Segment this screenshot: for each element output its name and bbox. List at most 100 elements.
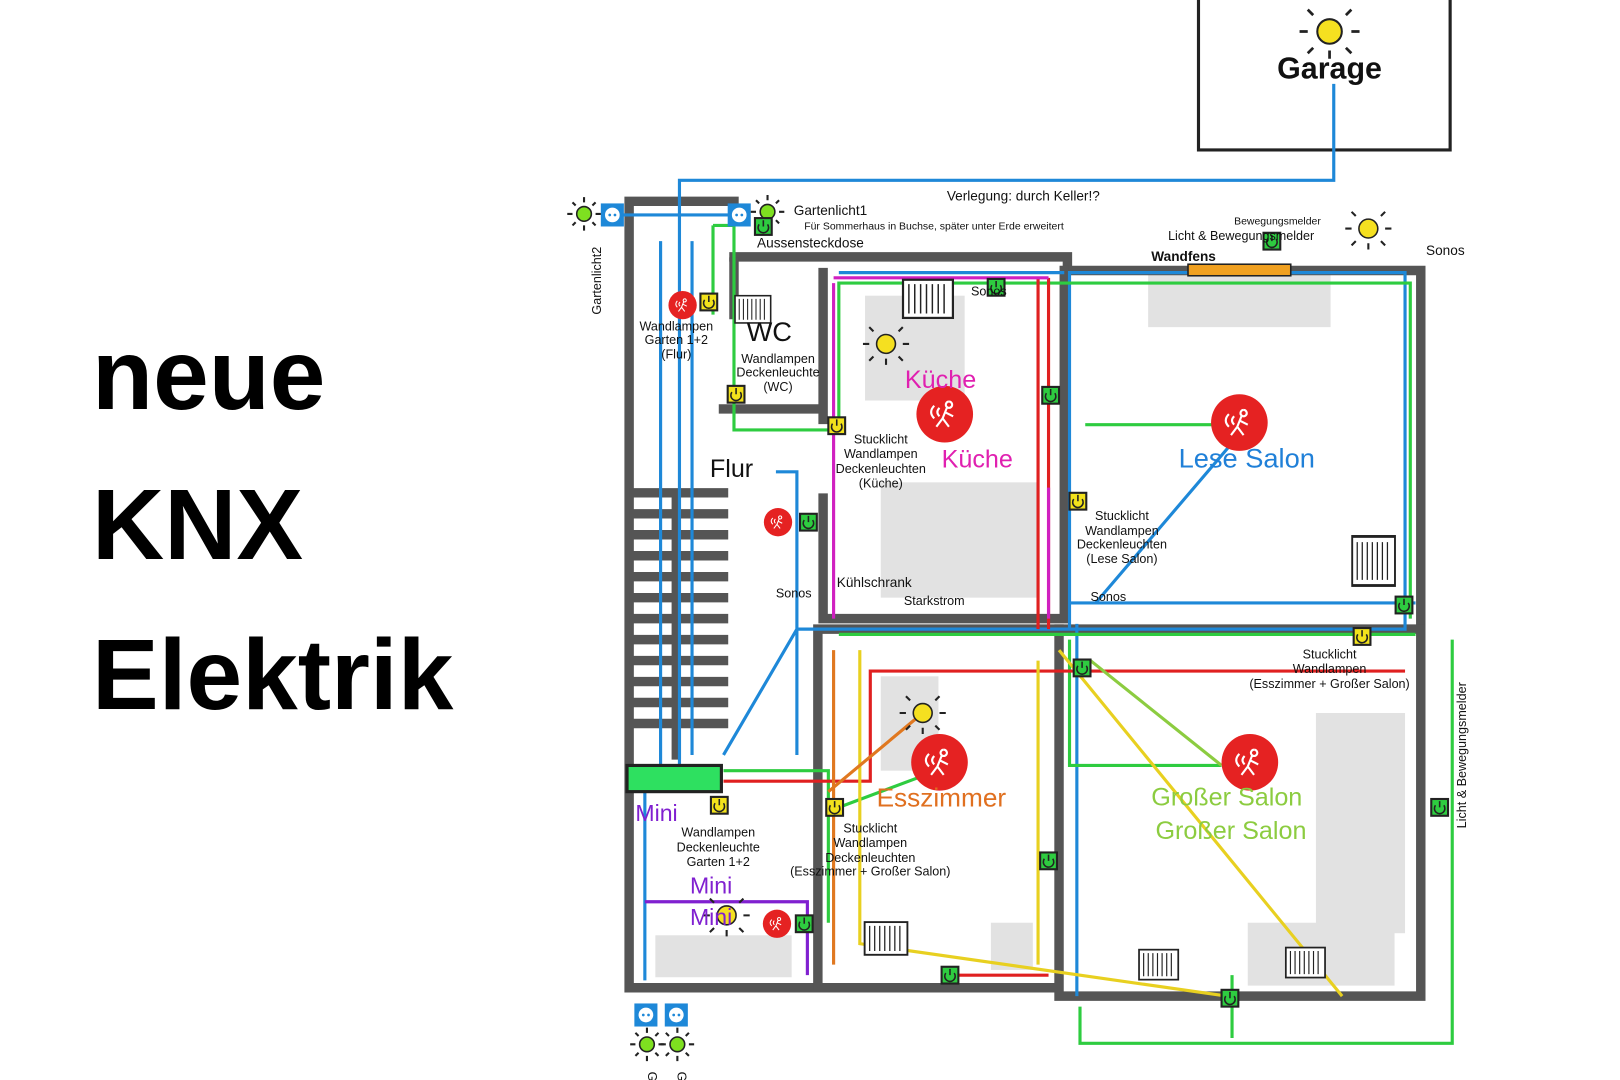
switch-icon — [794, 914, 814, 934]
switch-icon — [1041, 385, 1061, 405]
switch-icon — [1352, 627, 1372, 646]
svg-text:Stucklicht: Stucklicht — [843, 822, 897, 836]
svg-text:(Lese Salon): (Lese Salon) — [1086, 552, 1157, 566]
svg-text:Wandlampen: Wandlampen — [639, 319, 713, 333]
switch-icon — [1430, 797, 1450, 817]
svg-text:Deckenleuchten: Deckenleuchten — [825, 851, 915, 865]
room-esszimmer: Esszimmer — [877, 782, 1007, 812]
svg-text:Deckenleuchten: Deckenleuchten — [1077, 537, 1167, 551]
switch-icon — [1072, 658, 1092, 678]
svg-text:(Esszimmer + Großer Salon): (Esszimmer + Großer Salon) — [1249, 677, 1409, 691]
radiator-icon — [863, 921, 909, 956]
motion-sensor-icon — [763, 507, 793, 537]
switch-icon — [940, 965, 960, 985]
radiator-icon — [901, 278, 955, 320]
svg-text:Wandlampen: Wandlampen — [1293, 662, 1367, 676]
sonos-label: Sonos — [776, 587, 812, 601]
svg-text:Wandlampen: Wandlampen — [741, 352, 815, 366]
svg-text:Garten 1+2: Garten 1+2 — [645, 333, 708, 347]
svg-text:(WC): (WC) — [763, 380, 792, 394]
headline-line-2: KNX — [92, 469, 304, 581]
switch-icon — [726, 384, 746, 404]
room-mini: Mini — [690, 904, 732, 930]
sonos-label: Sonos — [1090, 590, 1126, 604]
svg-text:(Küche): (Küche) — [859, 477, 903, 491]
aussensteckdose-label: Aussensteckdose — [757, 235, 864, 250]
garden-motion-light-icon — [1344, 210, 1393, 251]
svg-text:Garten 1+2: Garten 1+2 — [687, 855, 750, 869]
switch-icon — [798, 512, 818, 532]
sonos-label: Sonos — [971, 285, 1007, 299]
switch-icon — [1068, 491, 1088, 511]
room-wc: WC — [747, 316, 792, 347]
distribution-panel — [625, 763, 723, 794]
garden-light-icon — [629, 1026, 665, 1063]
wandfenster-label: Wandfens — [1151, 249, 1216, 264]
switch-icon — [709, 795, 729, 815]
headline-line-3: Elektrik — [92, 619, 454, 731]
switch-icon — [1039, 851, 1058, 871]
svg-text:Stucklicht: Stucklicht — [1303, 647, 1357, 661]
svg-text:Deckenleuchte: Deckenleuchte — [677, 840, 760, 854]
kuehlschrank-label: Kühlschrank — [837, 575, 912, 590]
switch-icon — [1394, 595, 1414, 615]
licht-bewegungsmelder-label: Licht & Bewegungsmelder — [1168, 229, 1314, 243]
room-mini: Mini — [635, 800, 677, 826]
garden-light-icon — [566, 196, 602, 232]
motion-sensor-icon — [762, 909, 792, 939]
room-kueche: Küche — [905, 366, 976, 394]
switch-icon — [699, 292, 719, 312]
garage-cable-label: Gar — [645, 1072, 659, 1080]
motion-sensor-icon — [915, 384, 975, 444]
headline-line-1: neue — [92, 319, 326, 431]
svg-text:Wandlampen: Wandlampen — [844, 447, 918, 461]
outdoor-socket-icon — [664, 1003, 688, 1027]
svg-text:Wandlampen: Wandlampen — [1085, 524, 1159, 538]
gartenlicht1-note: Für Sommerhaus in Buchse, später unter E… — [804, 222, 1064, 233]
window-blind — [1187, 263, 1292, 277]
switch-icon — [825, 797, 845, 817]
garden-light-icon — [659, 1026, 696, 1063]
outdoor-socket-icon — [634, 1003, 658, 1027]
room-lese-salon: Lese Salon — [1179, 443, 1315, 474]
room-grosser-salon: Großer Salon — [1155, 817, 1306, 845]
garage-label: Garage — [1277, 52, 1382, 86]
switch-label-lese-salon: StucklichtWandlampenDeckenleuchten(Lese … — [1077, 509, 1167, 566]
bewegungsmelder-label: Bewegungsmelder — [1234, 216, 1321, 227]
routing-note: Verlegung: durch Keller!? — [947, 188, 1100, 203]
switch-icon — [827, 416, 847, 436]
switch-icon — [753, 217, 773, 236]
garage-cable-label: Gar — [674, 1072, 688, 1080]
svg-text:Deckenleuchten: Deckenleuchten — [836, 462, 926, 476]
room-flur: Flur — [710, 455, 753, 483]
motion-sensor-icon — [667, 290, 698, 320]
radiator-icon — [1138, 948, 1180, 981]
radiator-icon — [1350, 535, 1397, 587]
gartenlicht2-label: Gartenlicht2 — [590, 247, 604, 315]
svg-text:Stucklicht: Stucklicht — [1095, 509, 1149, 523]
switch-label-esszimmer: StucklichtWandlampenDeckenleuchten(Esszi… — [790, 822, 950, 879]
switch-label-kueche: StucklichtWandlampenDeckenleuchten(Küche… — [836, 433, 926, 491]
room-kueche: Küche — [942, 446, 1013, 474]
svg-text:(Flur): (Flur) — [661, 348, 691, 362]
svg-text:Wandlampen: Wandlampen — [833, 836, 907, 850]
room-mini: Mini — [690, 872, 732, 898]
motion-sensor-icon — [1220, 732, 1280, 792]
svg-text:Deckenleuchte: Deckenleuchte — [736, 365, 819, 379]
sonos-label: Sonos — [1426, 243, 1465, 258]
room-grosser-salon: Großer Salon — [1151, 783, 1302, 811]
svg-text:(Esszimmer + Großer Salon): (Esszimmer + Großer Salon) — [790, 865, 950, 879]
licht-bewegungsmelder-right-label: Licht & Bewegungsmelder — [1455, 682, 1469, 828]
starkstrom-label: Starkstrom — [904, 594, 965, 608]
svg-text:Stucklicht: Stucklicht — [854, 433, 908, 447]
headline: neue KNX Elektrik — [92, 300, 453, 750]
gartenlicht1-label: Gartenlicht1 — [794, 203, 867, 218]
switch-icon — [1220, 988, 1240, 1008]
radiator-icon — [1284, 946, 1326, 979]
outdoor-socket-icon — [600, 203, 624, 227]
